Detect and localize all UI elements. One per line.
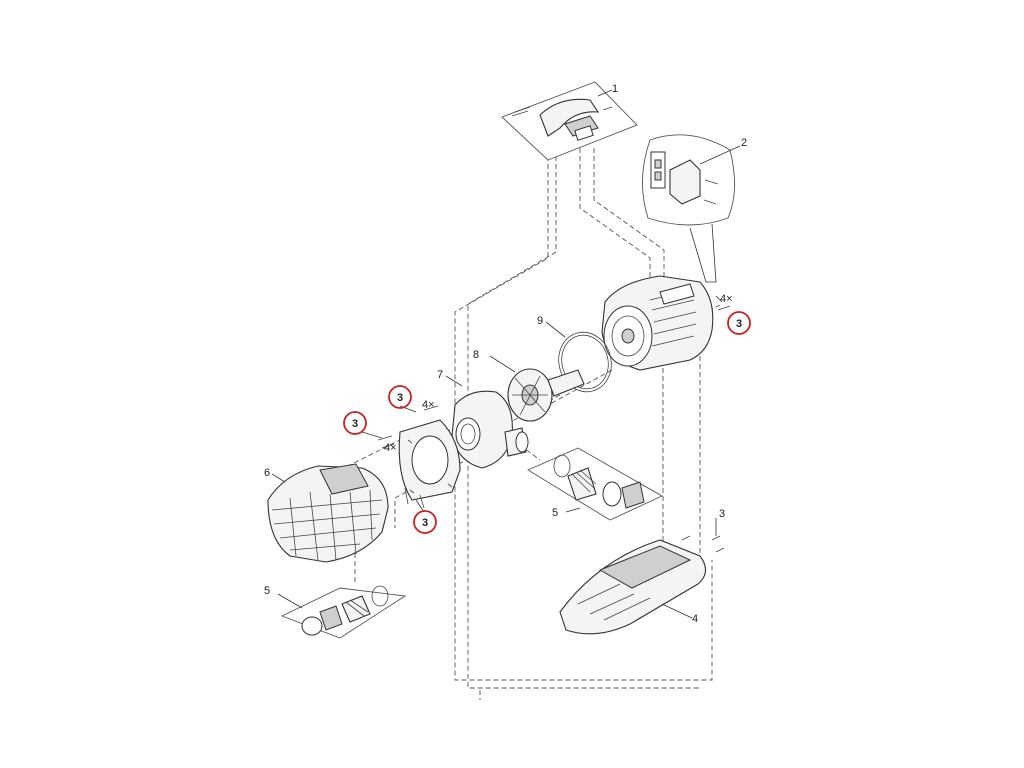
- part-number-labels: 1 2 3 4 5 5 6 7 8 9 4× 4× 4×: [264, 83, 747, 625]
- part-6-filter-basket: [267, 463, 389, 563]
- highlight-callouts: 3 3 3 3: [343, 311, 751, 534]
- label-part-9: 9: [537, 315, 543, 327]
- label-part-6: 6: [264, 467, 270, 479]
- highlight-callout-right: 3: [727, 311, 751, 335]
- highlight-label: 3: [352, 418, 358, 430]
- highlight-label: 3: [422, 517, 428, 529]
- cover-plate: [377, 405, 461, 509]
- highlight-label: 3: [736, 318, 742, 330]
- part-8-impeller: [489, 355, 585, 422]
- label-part-1: 1: [612, 83, 618, 95]
- highlight-callout-mid-bottom: 3: [413, 510, 437, 534]
- highlight-ring: [388, 385, 412, 409]
- part-1-handle: [501, 81, 638, 161]
- part-4-base-foot: [559, 518, 725, 635]
- part-5-hose-kit-middle: [527, 447, 663, 521]
- highlight-callout-mid-top: 3: [388, 385, 412, 409]
- highlight-ring: [413, 510, 437, 534]
- label-part-7: 7: [437, 369, 443, 381]
- highlight-callout-mid-left: 3: [343, 411, 367, 435]
- part-9-o-ring: [545, 321, 612, 393]
- highlight-ring: [343, 411, 367, 435]
- assembly-guide-lines: [339, 148, 721, 700]
- label-part-2: 2: [741, 137, 747, 149]
- motor-housing: [601, 275, 731, 371]
- label-part-5-left: 5: [264, 585, 270, 597]
- highlight-ring: [727, 311, 751, 335]
- quantity-label-mid-top: 4×: [422, 399, 435, 411]
- label-part-3-right: 3: [719, 508, 725, 520]
- part-2-detail-bubble: [642, 134, 741, 283]
- label-part-8: 8: [473, 349, 479, 361]
- label-part-4: 4: [692, 613, 698, 625]
- part-5-hose-kit-left: [277, 585, 407, 639]
- quantity-label-right: 4×: [720, 293, 733, 305]
- quantity-label-mid-left: 4×: [384, 442, 397, 454]
- label-part-5-middle: 5: [552, 507, 558, 519]
- part-7-pump-housing: [445, 375, 529, 469]
- highlight-label: 3: [397, 392, 403, 404]
